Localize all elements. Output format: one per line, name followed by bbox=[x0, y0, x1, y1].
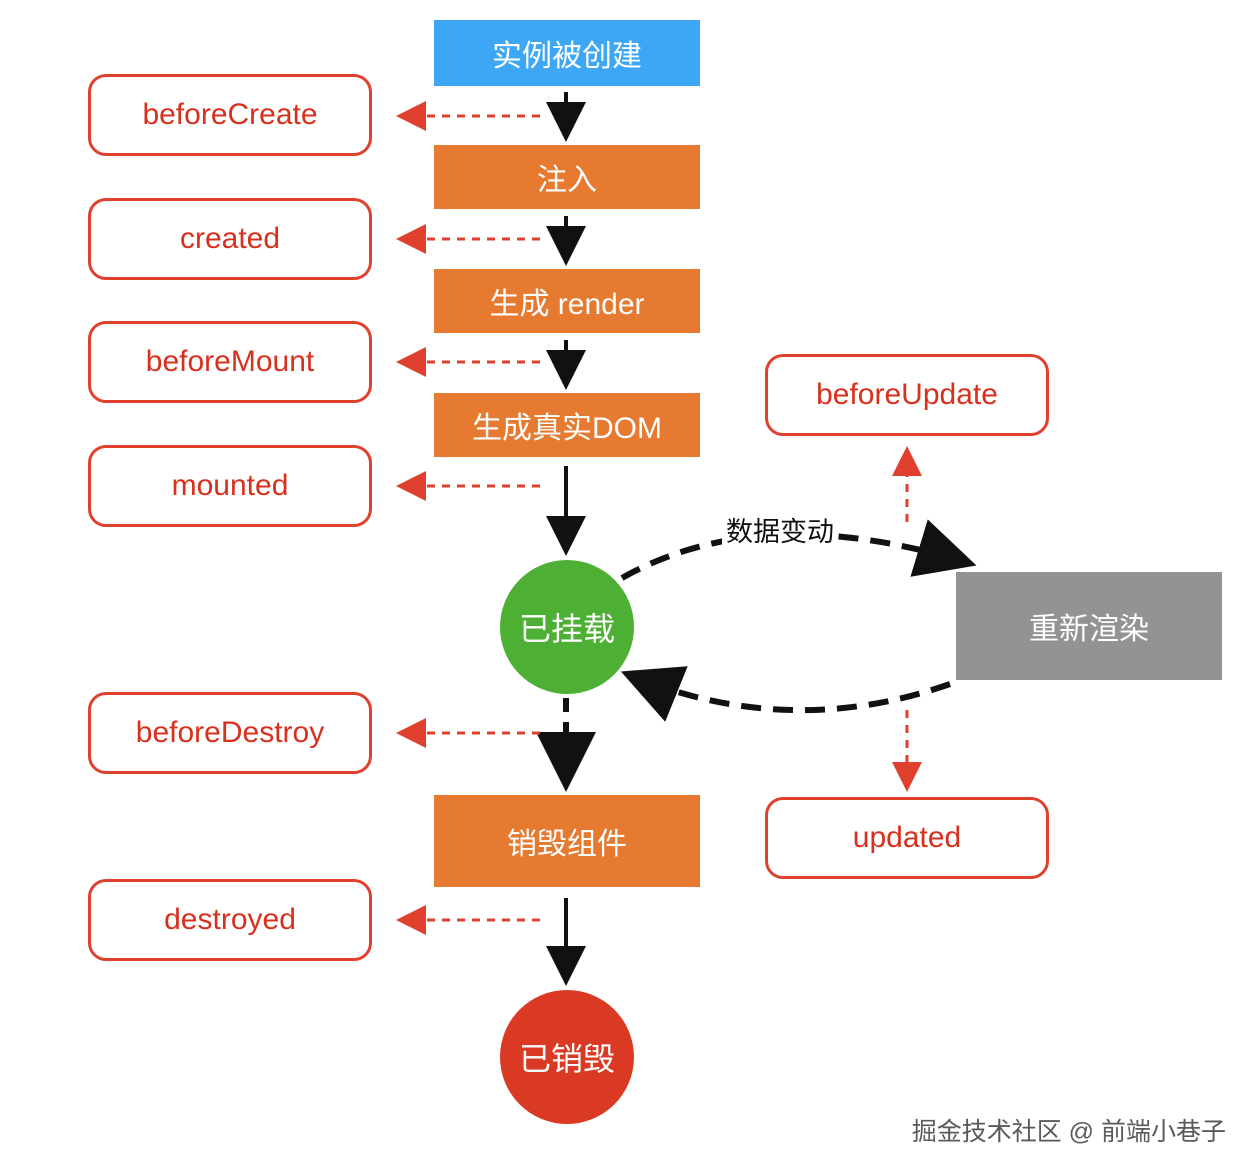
rerender-return-arrow bbox=[620, 666, 951, 722]
step-rerender: 重新渲染 bbox=[956, 572, 1222, 680]
hook-before-mount: beforeMount bbox=[88, 321, 372, 403]
hook-created: created bbox=[88, 198, 372, 280]
hook-before-destroy-label: beforeDestroy bbox=[135, 716, 325, 749]
state-destroyed: 已销毁 bbox=[500, 990, 634, 1124]
hook-destroyed-label: destroyed bbox=[164, 903, 296, 936]
step-rerender-label: 重新渲染 bbox=[1029, 613, 1149, 646]
state-destroyed-label: 已销毁 bbox=[518, 1041, 615, 1077]
hook-before-create-label: beforeCreate bbox=[142, 98, 318, 131]
state-mounted-label: 已挂载 bbox=[518, 611, 615, 647]
step-generate-render-label: 生成 render bbox=[489, 288, 645, 321]
state-mounted: 已挂载 bbox=[500, 560, 634, 694]
watermark: 掘金技术社区 @ 前端小巷子 bbox=[911, 1118, 1226, 1146]
hook-before-destroy: beforeDestroy bbox=[88, 692, 372, 774]
hook-before-update-label: beforeUpdate bbox=[816, 378, 998, 411]
hook-before-mount-label: beforeMount bbox=[145, 345, 315, 378]
hook-created-label: created bbox=[179, 222, 281, 255]
hook-mounted: mounted bbox=[88, 445, 372, 527]
step-inject: 注入 bbox=[434, 145, 700, 209]
hook-destroyed: destroyed bbox=[88, 879, 372, 961]
step-generate-real-dom: 生成真实DOM bbox=[434, 393, 700, 457]
step-instance-created: 实例被创建 bbox=[434, 20, 700, 86]
step-destroy-component-label: 销毁组件 bbox=[507, 828, 627, 861]
step-generate-render: 生成 render bbox=[434, 269, 700, 333]
hook-before-create: beforeCreate bbox=[88, 74, 372, 156]
hook-updated-label: updated bbox=[852, 821, 962, 854]
hook-updated: updated bbox=[765, 797, 1049, 879]
step-destroy-component: 销毁组件 bbox=[434, 795, 700, 887]
hook-mounted-label: mounted bbox=[171, 469, 289, 502]
data-change-label: 数据变动 bbox=[722, 510, 838, 549]
hook-before-update: beforeUpdate bbox=[765, 354, 1049, 436]
step-instance-created-label: 实例被创建 bbox=[492, 40, 642, 73]
step-inject-label: 注入 bbox=[537, 164, 597, 197]
step-generate-real-dom-label: 生成真实DOM bbox=[472, 412, 662, 445]
